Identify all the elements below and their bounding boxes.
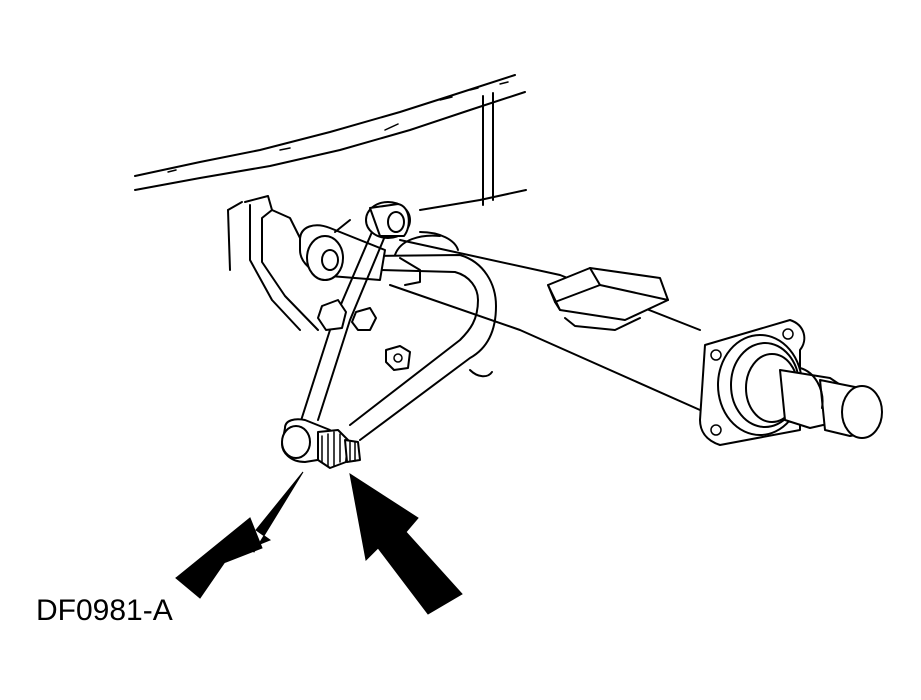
arrow-left [175,471,304,599]
upper-bushing [299,219,421,286]
lower-link-nut-assembly [281,418,361,469]
figure-caption: DF0981-A [36,594,173,627]
bracket-bolts [317,299,411,371]
arrow-right [349,472,463,615]
stabilizer-bar [349,254,497,441]
frame-rail [134,74,527,211]
axle-flange [699,319,883,446]
axle-housing [389,231,701,411]
frame-bracket [227,195,319,331]
